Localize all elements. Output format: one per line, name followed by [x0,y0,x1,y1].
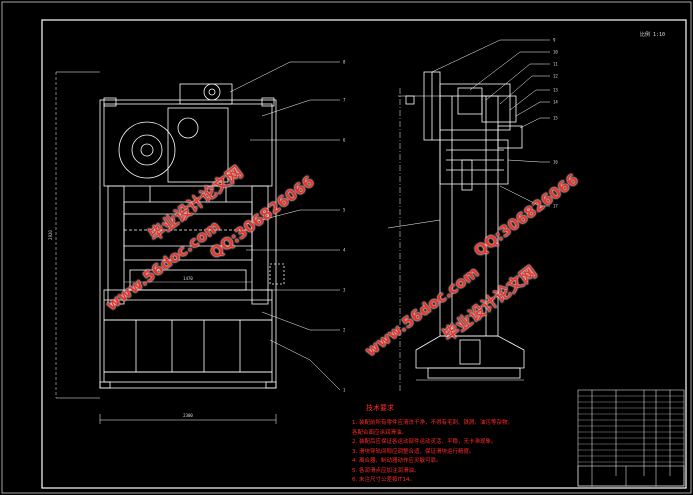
part-label: 4 [343,248,346,253]
part-label: 14 [553,100,558,105]
tech-requirements-title: 技术要求 [366,404,394,412]
tech-requirement-line: 1. 装配前所有零件应清洗干净，不得有毛刺、铁屑、油污等杂物， [352,420,513,426]
parts-list-rows [578,395,684,463]
part-label: 13 [553,88,558,93]
part-label: 7 [343,98,346,103]
tech-requirement-line: 3. 滑块导轨间隙应调整合适，保证滑块运行精度。 [352,448,475,455]
front-view-labels: 8 7 6 5 4 3 2 1 [343,60,346,393]
scale-label: 比例 1:10 [640,31,665,38]
part-label: 16 [553,160,558,165]
part-label: 9 [553,38,556,43]
side-view-labels: 9 10 11 12 13 14 15 16 17 [553,38,558,209]
part-label: 2 [343,328,346,333]
tech-requirement-line: 5. 各润滑点应加注润滑油。 [352,467,420,474]
part-label: 6 [343,138,346,143]
part-label: 1 [343,388,346,393]
tech-requirement-line: 4. 离合器、制动器动作应灵敏可靠。 [352,458,442,464]
side-leaders [387,39,550,229]
part-label: 3 [343,288,346,293]
dim-inner: 1470 [183,276,193,281]
tech-requirement-line: 各配合面应涂润滑油。 [352,429,408,436]
part-label: 15 [553,116,558,121]
dim-width: 2300 [183,413,193,418]
front-view [55,71,285,424]
part-label: 12 [553,74,558,79]
part-label: 8 [343,60,346,65]
tech-requirement-line: 2. 装配后应保证各运动部件运动灵活、平稳，无卡滞现象。 [352,439,497,445]
inner-border [41,19,687,489]
dim-height: 2920 [48,230,53,240]
tech-requirement-line: 6. 未注尺寸公差按IT14。 [352,477,415,483]
front-leaders [229,61,341,391]
part-label: 11 [553,62,558,67]
part-label: 17 [553,204,558,209]
part-label: 10 [553,50,558,55]
part-label: 5 [343,208,346,213]
side-view [398,71,525,392]
